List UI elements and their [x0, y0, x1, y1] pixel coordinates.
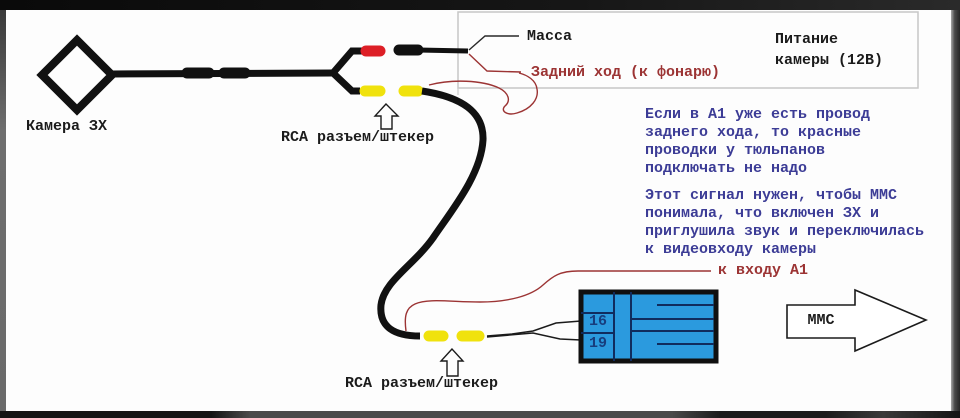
reverse-light-label: Задний ход (к фонарю) — [531, 64, 721, 81]
ground-leader-line — [468, 35, 519, 51]
reverse-leader-line — [468, 53, 522, 73]
ground-label: Масса — [527, 28, 573, 45]
pin19-wire — [486, 332, 582, 341]
power-lead-wire — [417, 47, 469, 54]
rca-label-top: RCA разъем/штекер — [281, 129, 435, 146]
screen-right-edge — [951, 10, 960, 411]
mmc-arrow-shape — [786, 288, 929, 353]
power-branch-wire — [330, 47, 362, 76]
input-a1-wire — [404, 270, 711, 332]
rca-label-bottom: RCA разъем/штекер — [345, 375, 499, 392]
video-cable-curve — [377, 87, 487, 340]
note-signal-purpose: Этот сигнал нужен, чтобы ММС понимала, ч… — [645, 187, 925, 258]
screen-top-bar — [0, 0, 960, 10]
rca-pointer-arrow-bottom — [439, 347, 465, 377]
mmc-label: ММС — [807, 312, 835, 329]
video-branch-wire — [330, 70, 360, 95]
camera-label: Камера ЗХ — [26, 118, 108, 135]
power-box-title: Питание камеры (12В) — [775, 31, 884, 69]
note-red-wires: Если в А1 уже есть провод заднего хода, … — [645, 106, 871, 177]
pin16-wire — [486, 320, 582, 337]
connector-block-grid — [581, 292, 714, 361]
input-a1-label: к входу А1 — [718, 262, 809, 279]
rca-pointer-arrow-top — [373, 102, 400, 130]
pin-16-label: 16 — [588, 313, 607, 330]
screen-left-edge — [0, 10, 6, 411]
camera-symbol — [36, 34, 118, 116]
screen-bottom-bar — [0, 411, 960, 418]
reverse-signal-loop-wire — [428, 72, 538, 115]
pin-19-label: 19 — [588, 335, 607, 352]
mmc-connector-block — [578, 289, 719, 364]
